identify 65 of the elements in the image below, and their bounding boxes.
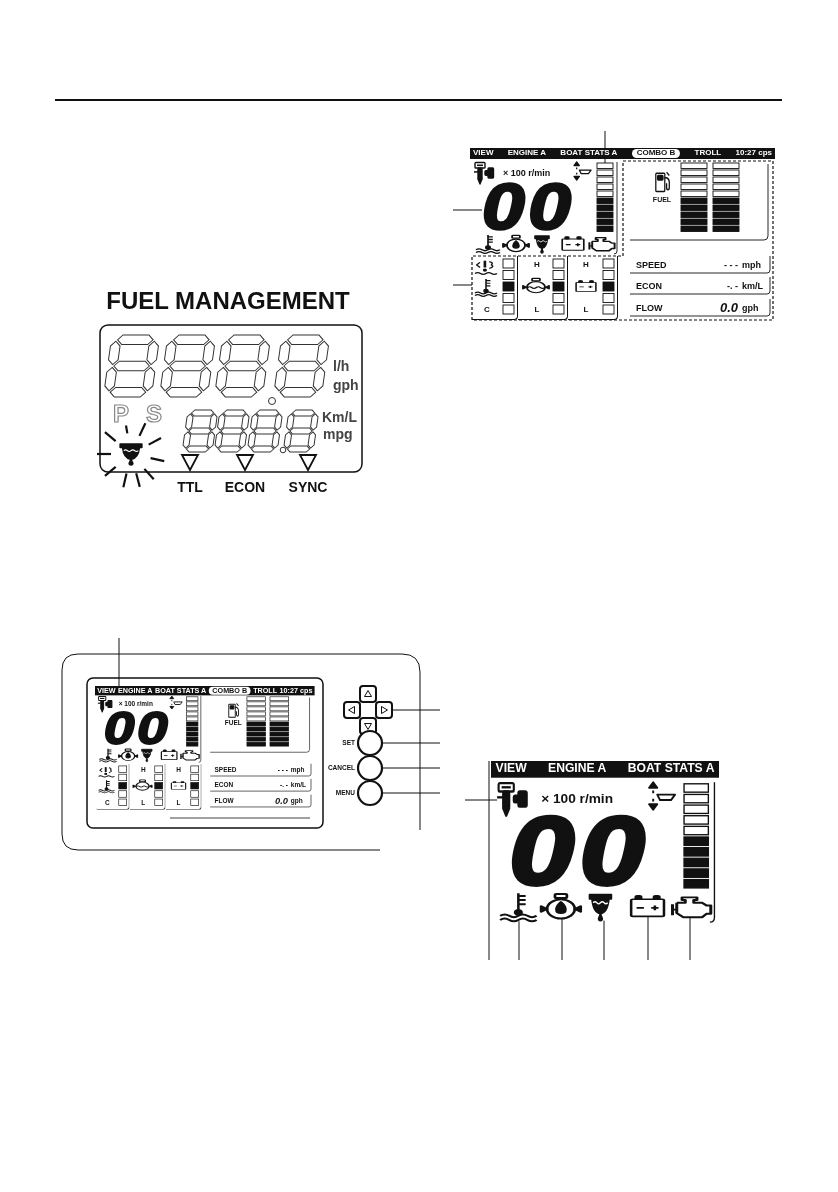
tab-label: ENGINE A xyxy=(548,762,607,777)
unit-label: mpg xyxy=(323,425,353,443)
gauge-label: L xyxy=(583,305,589,315)
unit-label: × 100 r/min xyxy=(541,791,614,807)
battery-icon xyxy=(630,894,665,918)
tab-label: BOAT STATS A xyxy=(627,762,715,777)
tab-label: ENGINE A xyxy=(507,149,547,158)
leader-line xyxy=(452,284,473,286)
value-readout: - - - xyxy=(724,259,738,271)
mode-label: ECON xyxy=(224,478,266,496)
arrow-pad xyxy=(343,685,393,735)
mode-label: TTL xyxy=(177,478,203,496)
leader-line xyxy=(647,915,649,961)
indicator-letter: P xyxy=(113,400,129,428)
engine-key-icon xyxy=(497,782,528,817)
unit-label: gph xyxy=(742,302,759,314)
rpm-digits: 00 xyxy=(509,808,651,894)
tab-label: VIEW xyxy=(473,149,494,158)
rpm-digits: 00 xyxy=(103,708,171,749)
unit-label: × 100 r/min xyxy=(503,167,551,179)
value-readout: -. - xyxy=(727,280,738,292)
value-readout: 0.0 xyxy=(719,300,738,316)
oil-pressure-icon xyxy=(540,892,582,920)
leader-line xyxy=(561,918,563,961)
unit-label: mph xyxy=(742,259,761,271)
water-separator-icon xyxy=(588,893,613,922)
leader-line xyxy=(118,637,120,687)
unit-label: km/L xyxy=(742,280,763,292)
round-button xyxy=(356,754,384,782)
leader-line xyxy=(603,920,605,961)
row-label: ECON xyxy=(636,280,662,292)
leader-line xyxy=(381,742,441,744)
unit-label: Km/L xyxy=(322,408,357,426)
water-temperature-icon xyxy=(499,892,538,923)
round-button xyxy=(356,779,384,807)
value-readout: 0.0 xyxy=(274,795,288,807)
leader-line xyxy=(518,920,520,961)
gauge-panel xyxy=(472,256,518,320)
check-engine-icon xyxy=(671,896,712,919)
leader-line xyxy=(381,792,441,794)
unit-label: gph xyxy=(333,376,359,394)
gauge-label: H xyxy=(583,260,589,270)
leader-line xyxy=(464,799,498,801)
leader-line xyxy=(381,767,441,769)
tab-label: VIEW xyxy=(495,762,527,777)
leader-line xyxy=(391,709,441,711)
row-label: SPEED xyxy=(636,259,667,271)
round-button xyxy=(356,729,384,757)
row-label: FLOW xyxy=(636,302,663,314)
trim-bar-graph xyxy=(596,162,614,232)
tab-bar xyxy=(95,686,315,696)
gauge-label: C xyxy=(484,305,490,315)
selected-tab: COMBO B xyxy=(631,149,681,158)
gauge-label: L xyxy=(534,305,540,315)
gauge-label: H xyxy=(534,260,540,270)
leader-line xyxy=(452,209,483,211)
tab-label: TROLL xyxy=(694,149,722,158)
display-title: FUEL MANAGEMENT xyxy=(106,287,350,315)
indicator-letter: S xyxy=(146,400,162,428)
rpm-digits: 00 xyxy=(482,179,575,235)
leader-line xyxy=(689,916,691,961)
mode-label: SYNC xyxy=(288,478,328,496)
unit-label: l/h xyxy=(333,357,350,375)
tab-label: 10:27 cps xyxy=(735,149,772,158)
tab-label: BOAT STATS A xyxy=(560,149,618,158)
